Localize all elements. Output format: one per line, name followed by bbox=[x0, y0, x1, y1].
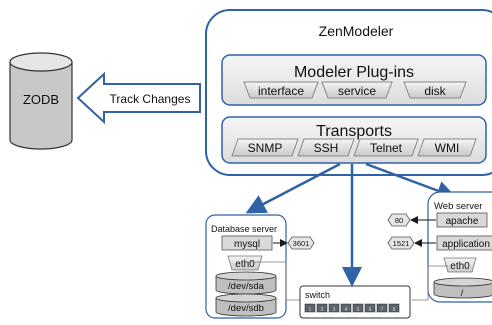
application-port-hexagon: 1521 bbox=[387, 236, 415, 250]
web-to-switch-wire bbox=[412, 265, 448, 301]
track-changes-arrow: Track Changes bbox=[76, 71, 201, 125]
arrow-to-database-server bbox=[245, 162, 341, 214]
database-server-box: Database server mysql eth0 /dev/sda /dev… bbox=[205, 214, 287, 319]
eth0-web-tab: eth0 bbox=[443, 257, 477, 273]
transport-telnet-label: Telnet bbox=[370, 141, 403, 155]
mysql-service-label: mysql bbox=[234, 239, 260, 250]
transport-ssh-tab: SSH bbox=[297, 138, 355, 157]
mysql-service-box bbox=[221, 235, 273, 251]
disk-root-label: / bbox=[461, 288, 464, 299]
track-changes-label: Track Changes bbox=[110, 92, 191, 106]
web-server-box: Web server apache application eth0 / bbox=[427, 191, 492, 303]
db-to-switch-wire bbox=[246, 261, 300, 301]
switch-port-label: 4 bbox=[345, 307, 348, 313]
switch-port bbox=[352, 303, 364, 313]
switch-ports: 1 2 3 4 5 6 7 8 bbox=[304, 303, 400, 313]
modeler-plugins-title: Modeler Plug-ins bbox=[294, 64, 414, 81]
plugin-interface-label: interface bbox=[258, 84, 304, 98]
zenmodeler-title: ZenModeler bbox=[319, 23, 394, 39]
switch-port bbox=[316, 303, 328, 313]
transport-wmi-label: WMI bbox=[435, 141, 460, 155]
switch-port bbox=[388, 303, 400, 313]
switch-port-label: 6 bbox=[369, 307, 372, 313]
apache-port-label: 80 bbox=[395, 216, 403, 225]
arrow-to-web-server bbox=[365, 162, 457, 201]
switch-port-label: 5 bbox=[357, 307, 360, 313]
switch-label: switch bbox=[305, 290, 330, 300]
apache-service-box bbox=[436, 212, 488, 228]
transport-snmp-tab: SNMP bbox=[231, 138, 299, 157]
switch-port-label: 1 bbox=[309, 307, 312, 313]
switch-port bbox=[304, 303, 316, 313]
mysql-port-label: 3601 bbox=[293, 239, 310, 248]
transport-ssh-label: SSH bbox=[314, 141, 339, 155]
plugin-interface-tab: interface bbox=[243, 81, 319, 99]
zodb-database: ZODB bbox=[9, 52, 73, 150]
apache-port-hexagon: 80 bbox=[387, 213, 411, 227]
application-service-box bbox=[436, 235, 492, 251]
application-port-label: 1521 bbox=[393, 239, 410, 248]
zodb-label: ZODB bbox=[23, 92, 59, 107]
plugin-service-tab: service bbox=[321, 81, 393, 99]
transports-panel: Transports SNMP SSH Telnet WMI bbox=[221, 116, 487, 164]
disk-root-cylinder: / bbox=[433, 277, 492, 299]
transport-snmp-label: SNMP bbox=[248, 141, 283, 155]
transport-telnet-tab: Telnet bbox=[353, 138, 419, 157]
plugin-disk-tab: disk bbox=[403, 81, 467, 99]
plugin-service-label: service bbox=[338, 84, 376, 98]
switch-port-label: 8 bbox=[393, 307, 396, 313]
switch-port-label: 2 bbox=[321, 307, 324, 313]
disk-sdb-cylinder: /dev/sdb bbox=[215, 293, 277, 317]
switch-port bbox=[340, 303, 352, 313]
switch-port-label: 7 bbox=[381, 307, 384, 313]
modeler-plugins-panel: Modeler Plug-ins interface service disk bbox=[221, 54, 487, 106]
database-server-title: Database server bbox=[211, 224, 277, 234]
eth0-db-label: eth0 bbox=[235, 259, 255, 270]
plugin-disk-label: disk bbox=[424, 84, 446, 98]
mysql-port-hexagon: 3601 bbox=[287, 236, 315, 250]
switch-port bbox=[364, 303, 376, 313]
eth0-db-tab: eth0 bbox=[227, 255, 263, 271]
eth0-web-label: eth0 bbox=[450, 261, 470, 272]
transport-wmi-tab: WMI bbox=[417, 138, 477, 157]
apache-service-label: apache bbox=[446, 216, 479, 227]
switch-port bbox=[328, 303, 340, 313]
disk-sda-label: /dev/sda bbox=[228, 281, 265, 292]
switch-port-label: 3 bbox=[333, 307, 336, 313]
network-switch: switch 1 2 3 4 5 6 7 8 bbox=[299, 285, 411, 319]
disk-sda-cylinder: /dev/sda bbox=[215, 271, 277, 295]
web-server-title: Web server bbox=[434, 201, 482, 212]
application-service-label: application bbox=[442, 239, 490, 250]
switch-port bbox=[376, 303, 388, 313]
disk-sdb-label: /dev/sdb bbox=[228, 303, 264, 314]
zenmodeler-box: ZenModeler Modeler Plug-ins interface se… bbox=[205, 9, 492, 176]
transports-title: Transports bbox=[316, 123, 392, 140]
